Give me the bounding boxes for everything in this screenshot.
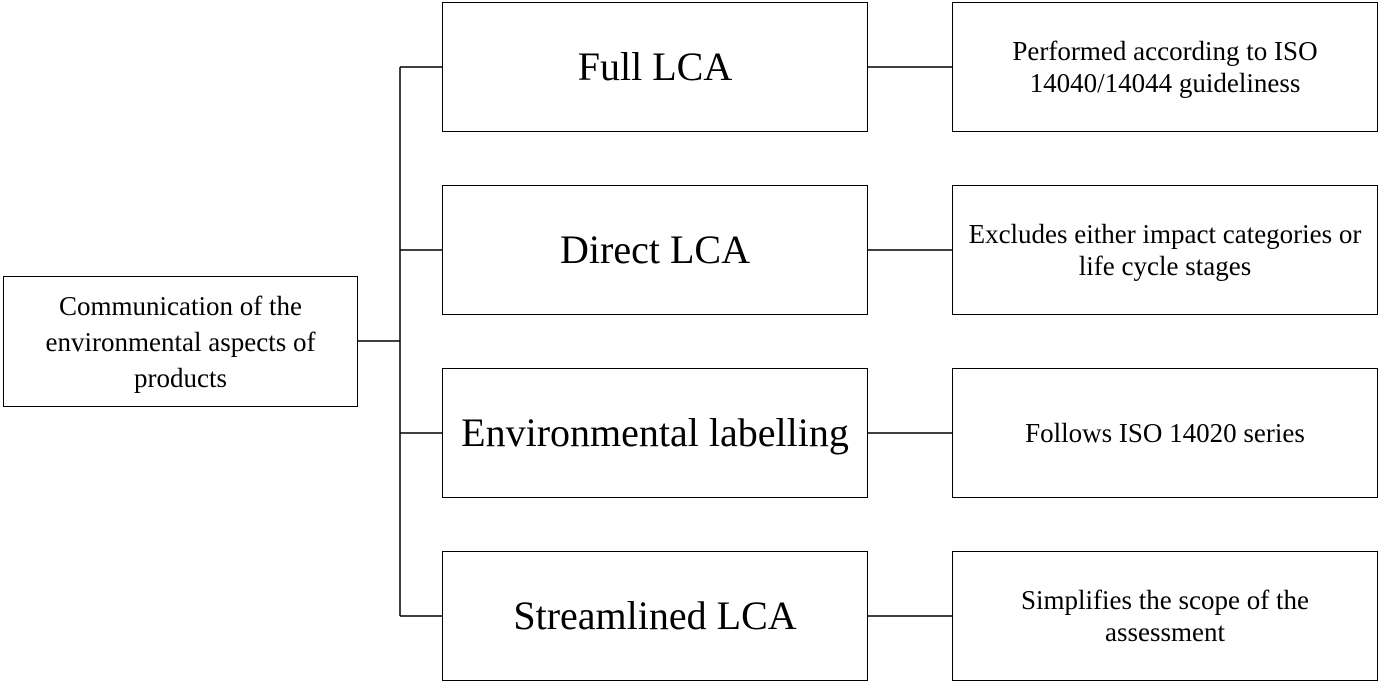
method-node-environmental-labelling: Environmental labelling [442, 368, 868, 498]
description-node-streamlined-lca: Simplifies the scope of the assessment [952, 551, 1378, 681]
description-label: Simplifies the scope of the assessment [1021, 585, 1309, 647]
description-node-full-lca: Performed according to ISO 14040/14044 g… [952, 2, 1378, 132]
root-node: Communication of the environmental aspec… [3, 276, 358, 407]
description-node-direct-lca: Excludes either impact categories or lif… [952, 185, 1378, 315]
description-label: Follows ISO 14020 series [1025, 418, 1305, 448]
root-node-label: Communication of the environmental aspec… [45, 290, 316, 393]
method-node-full-lca: Full LCA [442, 2, 868, 132]
method-label: Streamlined LCA [513, 593, 797, 638]
method-label: Full LCA [577, 44, 733, 89]
method-label: Environmental labelling [461, 410, 849, 455]
description-node-environmental-labelling: Follows ISO 14020 series [952, 368, 1378, 498]
method-label: Direct LCA [560, 227, 750, 272]
description-label: Excludes either impact categories or lif… [968, 219, 1362, 281]
method-node-direct-lca: Direct LCA [442, 185, 868, 315]
method-node-streamlined-lca: Streamlined LCA [442, 551, 868, 681]
description-label: Performed according to ISO 14040/14044 g… [1012, 36, 1318, 98]
